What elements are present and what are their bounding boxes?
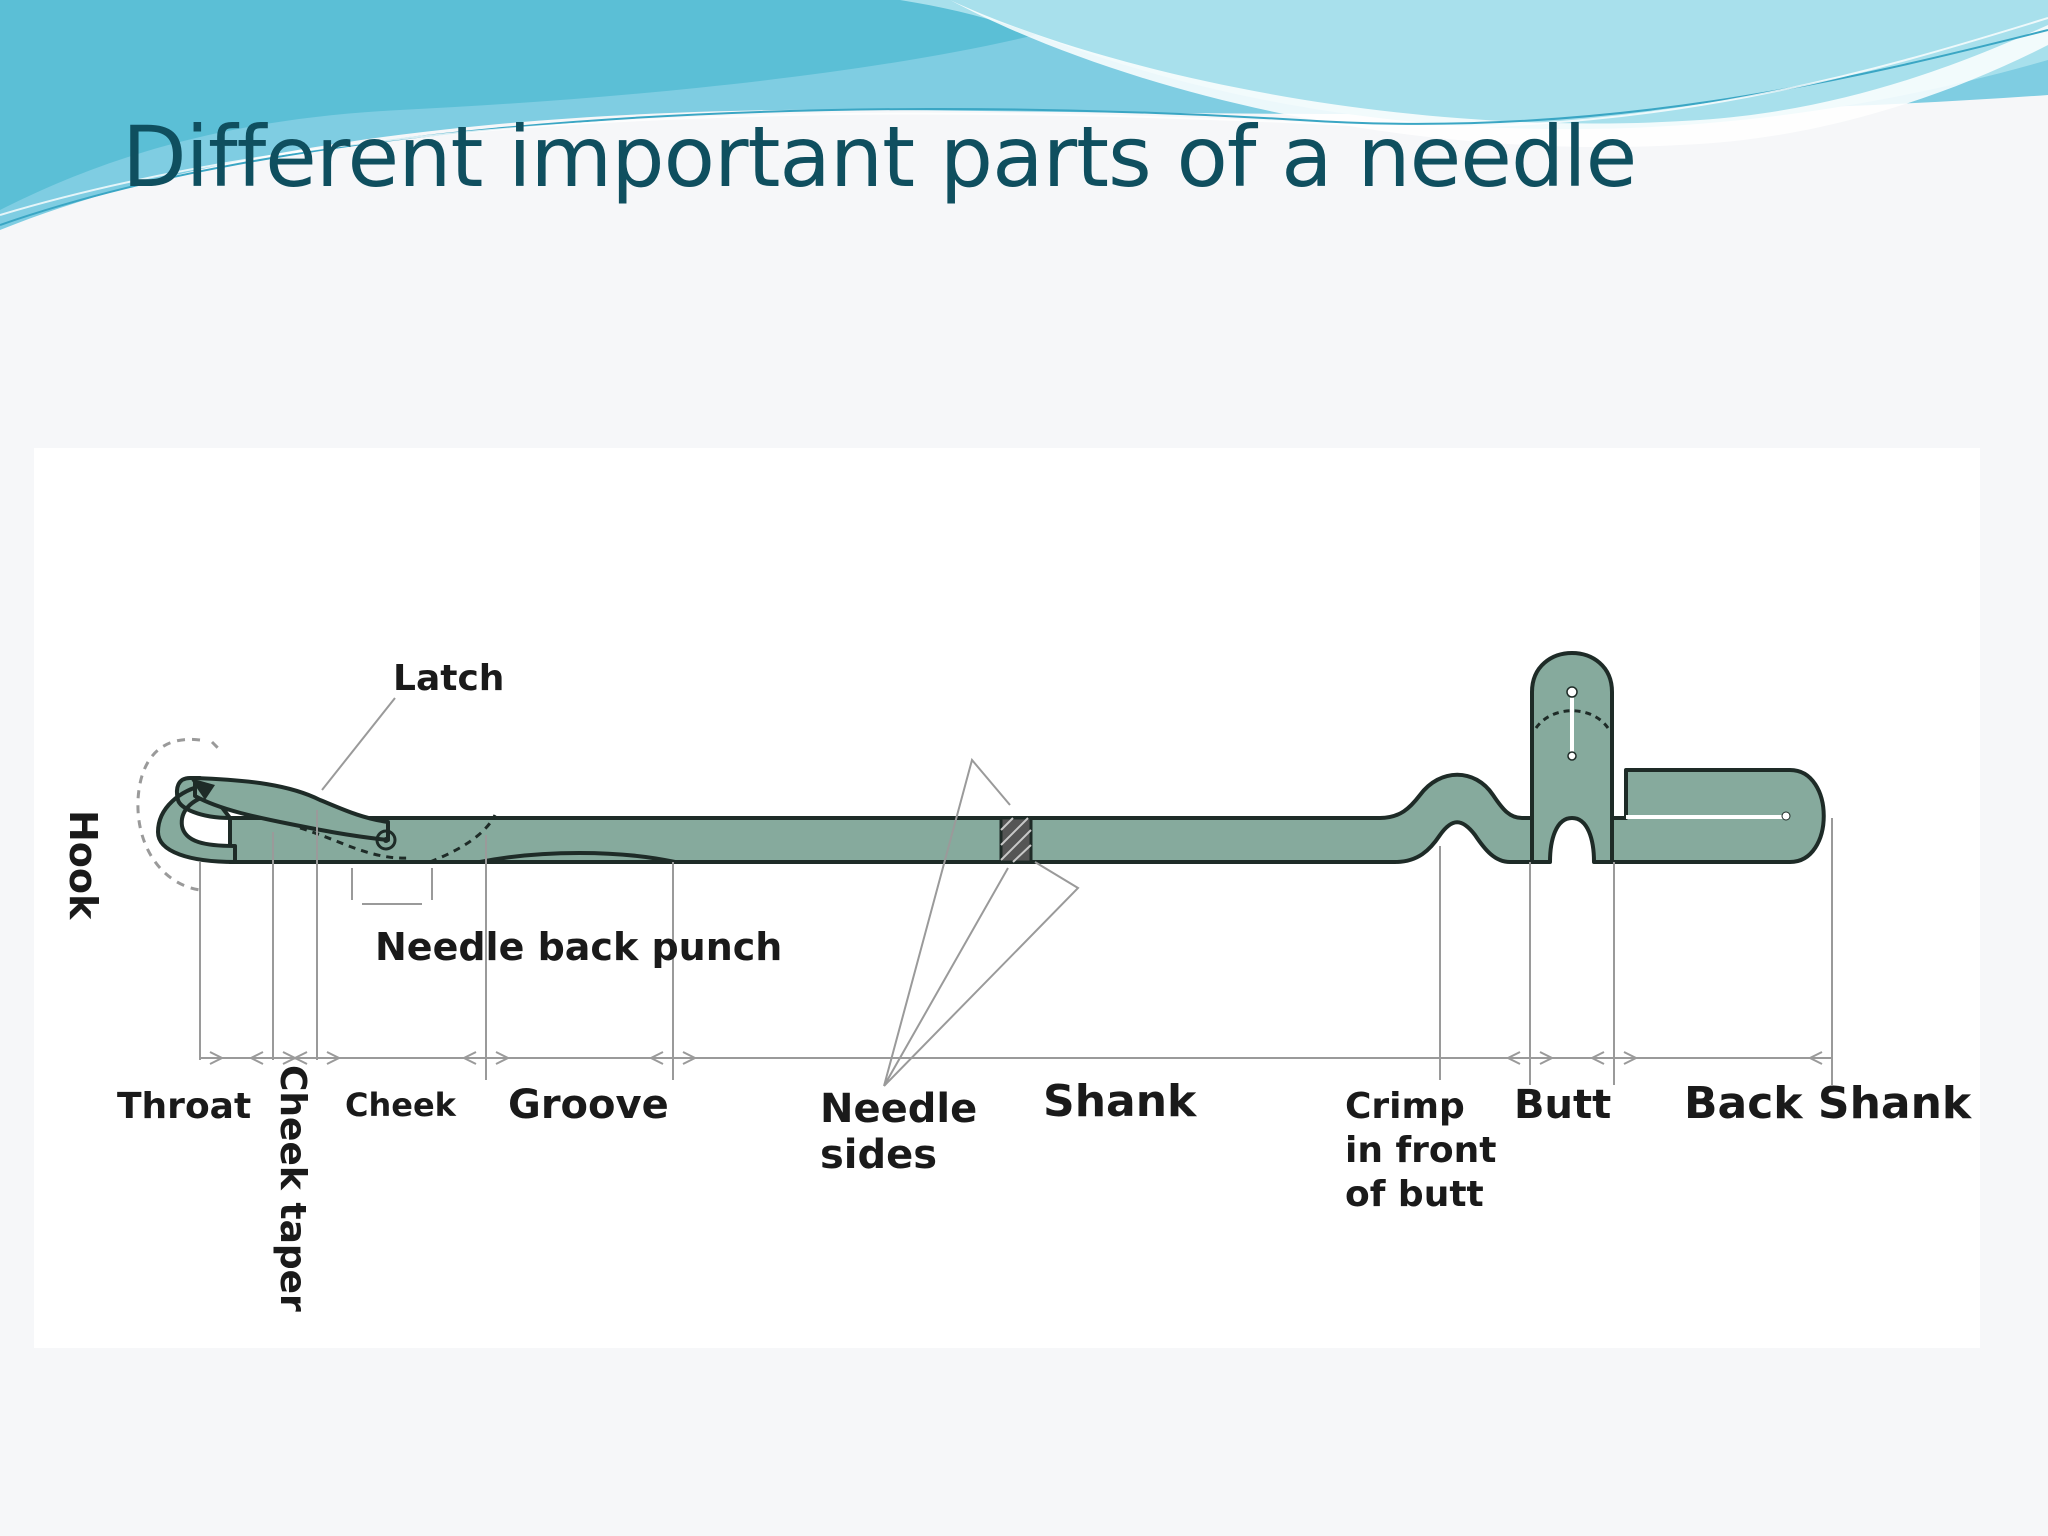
label-shank: Shank (1043, 1076, 1198, 1127)
part-labels: Latch Hook Needle back punch Throat Chee… (61, 658, 1973, 1312)
needle-groove-dip (479, 851, 676, 864)
hook-dashed-arc-top (210, 740, 224, 754)
needle-sides-leaders (883, 757, 1080, 1087)
banner-wave-line-2 (0, 17, 2048, 216)
label-groove: Groove (508, 1082, 669, 1128)
label-cheek: Cheek (345, 1086, 457, 1124)
label-crimp-line1: Crimp (1345, 1086, 1465, 1127)
hook-dashed-arc (136, 737, 201, 892)
label-needle-sides-line2: sides (820, 1132, 937, 1178)
label-needle-sides-line1: Needle (820, 1086, 977, 1132)
label-butt: Butt (1514, 1082, 1611, 1128)
slide-title: Different important parts of a needle (122, 108, 1637, 206)
label-cheek-taper: Cheek taper (272, 1065, 313, 1312)
label-throat: Throat (117, 1086, 251, 1127)
latch-rivet-center (383, 837, 389, 843)
latch-leader (321, 697, 396, 791)
butt-slot-top (1566, 686, 1578, 698)
latch-rivet (375, 829, 397, 851)
label-hook: Hook (61, 810, 105, 920)
banner-wave-mid (0, 0, 1150, 210)
needle-back-punch-bracket (351, 868, 433, 905)
label-crimp-line2: in front (1345, 1130, 1497, 1171)
back-shank-slot-end (1781, 811, 1791, 821)
guide-lines (199, 697, 1833, 1087)
dimension-arrowheads (209, 1051, 1823, 1065)
butt-slot-bottom (1567, 751, 1577, 761)
needle-body (136, 651, 1826, 892)
label-back-shank: Back Shank (1684, 1078, 1973, 1129)
label-needle-back-punch: Needle back punch (375, 925, 782, 969)
label-crimp-line3: of butt (1345, 1174, 1484, 1215)
label-latch: Latch (393, 658, 504, 699)
header-wave-banner (0, 0, 2048, 230)
needle-sides-hatch-lines (1000, 817, 1032, 863)
banner-wave-light (900, 0, 2048, 130)
latch-open-dashed (299, 826, 411, 860)
cheek-dashed-curve (429, 814, 497, 864)
banner-wave-white-sweep (950, 0, 2048, 148)
figure-panel (34, 448, 1980, 1348)
needle-hook (156, 776, 237, 864)
latch-pivot-shadow (190, 778, 215, 800)
